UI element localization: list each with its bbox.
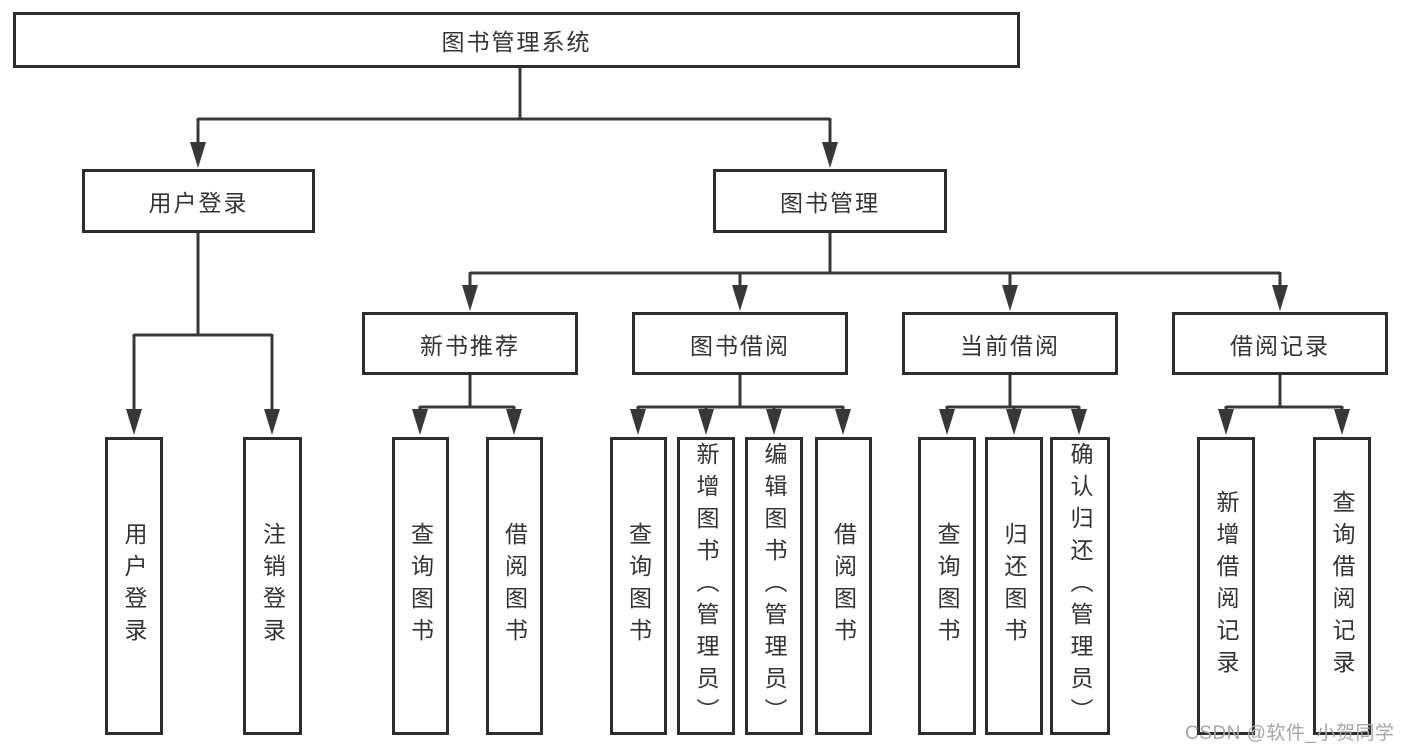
- leaf-return-books: 归还图书: [985, 437, 1043, 735]
- leaf-confirm-return-admin: 确认归还（管理员）: [1050, 437, 1110, 735]
- connector-book-mgmt-groups: [462, 232, 1288, 311]
- node-new-book-recommend-label: 新书推荐: [420, 332, 520, 359]
- leaf-query-borrow-record: 查询借阅记录: [1313, 437, 1371, 735]
- node-current-borrow: 当前借阅: [902, 312, 1118, 375]
- node-book-borrow-label: 图书借阅: [690, 332, 790, 359]
- leaf-logout-login: 注销登录: [243, 437, 302, 735]
- leaf-query-borrow-record-label: 查询借阅记录: [1329, 490, 1355, 682]
- leaf-query-books-current-label: 查询图书: [934, 522, 960, 650]
- leaf-user-login-label: 用户登录: [121, 522, 147, 650]
- node-root-label: 图书管理系统: [441, 29, 592, 55]
- leaf-query-books-borrow-label: 查询图书: [625, 522, 652, 650]
- node-book-management-label: 图书管理: [780, 190, 880, 216]
- node-borrow-records: 借阅记录: [1172, 312, 1388, 375]
- leaf-add-books-admin: 新增图书（管理员）: [677, 437, 735, 735]
- csdn-watermark: CSDN @软件_小贺同学: [1185, 723, 1395, 744]
- connector-borrow-records-children: [1218, 374, 1350, 435]
- node-current-borrow-label: 当前借阅: [960, 332, 1060, 359]
- node-borrow-records-label: 借阅记录: [1230, 332, 1330, 359]
- leaf-return-books-label: 归还图书: [1001, 522, 1027, 650]
- leaf-edit-books-admin-label: 编辑图书（管理员）: [761, 442, 787, 730]
- leaf-add-borrow-record-label: 新增借阅记录: [1213, 490, 1239, 682]
- leaf-query-books-borrow: 查询图书: [610, 437, 667, 735]
- node-new-book-recommend: 新书推荐: [362, 312, 578, 375]
- connector-current-borrow-children: [939, 374, 1087, 435]
- connector-root-to-level2: [190, 67, 838, 168]
- node-book-management: 图书管理: [713, 169, 947, 233]
- leaf-add-books-admin-label: 新增图书（管理员）: [693, 442, 719, 730]
- leaf-borrow-books-label: 借阅图书: [830, 522, 857, 650]
- leaf-query-books-current: 查询图书: [918, 437, 976, 735]
- node-user-login-label: 用户登录: [148, 190, 249, 216]
- node-book-borrow: 图书借阅: [632, 312, 848, 375]
- connector-book-borrow-children: [630, 374, 851, 435]
- leaf-query-books-recommend: 查询图书: [392, 437, 449, 735]
- connector-user-login-children: [126, 232, 280, 435]
- leaf-edit-books-admin: 编辑图书（管理员）: [745, 437, 803, 735]
- leaf-borrow-books-recommend: 借阅图书: [486, 437, 543, 735]
- leaf-confirm-return-admin-label: 确认归还（管理员）: [1067, 442, 1093, 730]
- leaf-borrow-books-recommend-label: 借阅图书: [501, 522, 528, 650]
- leaf-user-login: 用户登录: [105, 437, 163, 735]
- leaf-borrow-books: 借阅图书: [815, 437, 872, 735]
- node-root: 图书管理系统: [13, 12, 1020, 68]
- leaf-add-borrow-record: 新增借阅记录: [1197, 437, 1255, 735]
- leaf-logout-login-label: 注销登录: [259, 522, 286, 650]
- node-user-login: 用户登录: [82, 169, 315, 233]
- leaf-query-books-recommend-label: 查询图书: [407, 522, 434, 650]
- connector-new-book-recommend-children: [412, 374, 522, 435]
